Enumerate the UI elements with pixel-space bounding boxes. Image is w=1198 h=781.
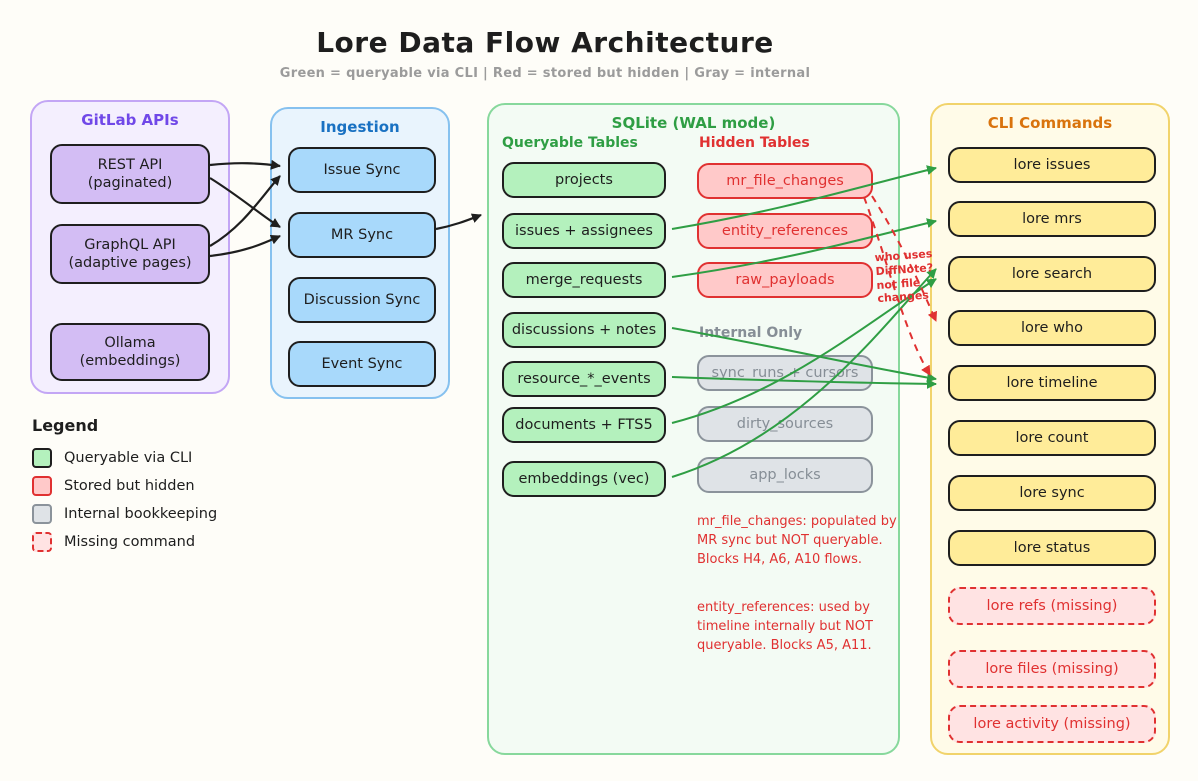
- page-title: Lore Data Flow Architecture: [316, 26, 774, 59]
- table-sync-runs-cursors: sync_runs + cursors: [697, 355, 873, 391]
- note-mr-file-changes: mr_file_changes: populated by MR sync bu…: [697, 514, 897, 567]
- node-ollama: Ollama (embeddings): [50, 323, 210, 381]
- cli-lore-count: lore count: [948, 420, 1156, 456]
- group-sqlite-title: SQLite (WAL mode): [611, 114, 776, 132]
- cli-lore-sync: lore sync: [948, 475, 1156, 511]
- table-merge-requests: merge_requests: [502, 262, 666, 298]
- table-embeddings-vec: embeddings (vec): [502, 461, 666, 497]
- cli-lore-files-missing: lore files (missing): [948, 650, 1156, 688]
- group-ingestion: Ingestion Issue Sync MR Sync Discussion …: [270, 107, 450, 399]
- annotation-diffnote: who uses DiffNote? not file changes: [874, 247, 934, 306]
- group-cli-commands: CLI Commands lore issues lore mrs lore s…: [930, 103, 1170, 755]
- legend-label: Internal bookkeeping: [64, 506, 218, 522]
- legend-label: Missing command: [64, 534, 196, 550]
- table-entity-references: entity_references: [697, 213, 873, 249]
- legend-title: Legend: [32, 416, 99, 435]
- label-queryable-tables: Queryable Tables: [502, 135, 638, 151]
- cli-lore-search: lore search: [948, 256, 1156, 292]
- table-resource-events: resource_*_events: [502, 361, 666, 397]
- table-raw-payloads: raw_payloads: [697, 262, 873, 298]
- node-discussion-sync: Discussion Sync: [288, 277, 436, 323]
- cli-lore-mrs: lore mrs: [948, 201, 1156, 237]
- table-mr-file-changes: mr_file_changes: [697, 163, 873, 199]
- cli-lore-who: lore who: [948, 310, 1156, 346]
- legend-swatch-red: [32, 476, 52, 496]
- label-internal-only: Internal Only: [699, 325, 803, 341]
- page-subtitle: Green = queryable via CLI | Red = stored…: [279, 66, 811, 81]
- group-gitlab-apis: GitLab APIs REST API (paginated) GraphQL…: [30, 100, 230, 394]
- group-ingestion-title: Ingestion: [320, 118, 400, 136]
- legend-label: Stored but hidden: [64, 478, 195, 494]
- legend-swatch-missing: [32, 532, 52, 552]
- node-mr-sync: MR Sync: [288, 212, 436, 258]
- table-app-locks: app_locks: [697, 457, 873, 493]
- node-rest-api: REST API (paginated): [50, 144, 210, 204]
- table-projects: projects: [502, 162, 666, 198]
- legend-swatch-gray: [32, 504, 52, 524]
- legend-label: Queryable via CLI: [64, 450, 193, 466]
- cli-lore-status: lore status: [948, 530, 1156, 566]
- node-event-sync: Event Sync: [288, 341, 436, 387]
- table-issues-assignees: issues + assignees: [502, 213, 666, 249]
- cli-lore-issues: lore issues: [948, 147, 1156, 183]
- cli-lore-activity-missing: lore activity (missing): [948, 705, 1156, 743]
- legend-item-missing: Missing command: [32, 532, 195, 552]
- legend-swatch-green: [32, 448, 52, 468]
- group-sqlite: SQLite (WAL mode) Queryable Tables Hidde…: [487, 103, 900, 755]
- node-issue-sync: Issue Sync: [288, 147, 436, 193]
- table-discussions-notes: discussions + notes: [502, 312, 666, 348]
- cli-lore-refs-missing: lore refs (missing): [948, 587, 1156, 625]
- legend-item-internal: Internal bookkeeping: [32, 504, 217, 524]
- legend-item-hidden: Stored but hidden: [32, 476, 195, 496]
- group-gitlab-title: GitLab APIs: [81, 111, 179, 129]
- node-graphql-api: GraphQL API (adaptive pages): [50, 224, 210, 284]
- table-dirty-sources: dirty_sources: [697, 406, 873, 442]
- label-hidden-tables: Hidden Tables: [699, 135, 810, 151]
- note-entity-references: entity_references: used by timeline inte…: [697, 600, 873, 653]
- cli-lore-timeline: lore timeline: [948, 365, 1156, 401]
- table-documents-fts5: documents + FTS5: [502, 407, 666, 443]
- group-cli-title: CLI Commands: [987, 114, 1113, 132]
- legend-item-queryable: Queryable via CLI: [32, 448, 192, 468]
